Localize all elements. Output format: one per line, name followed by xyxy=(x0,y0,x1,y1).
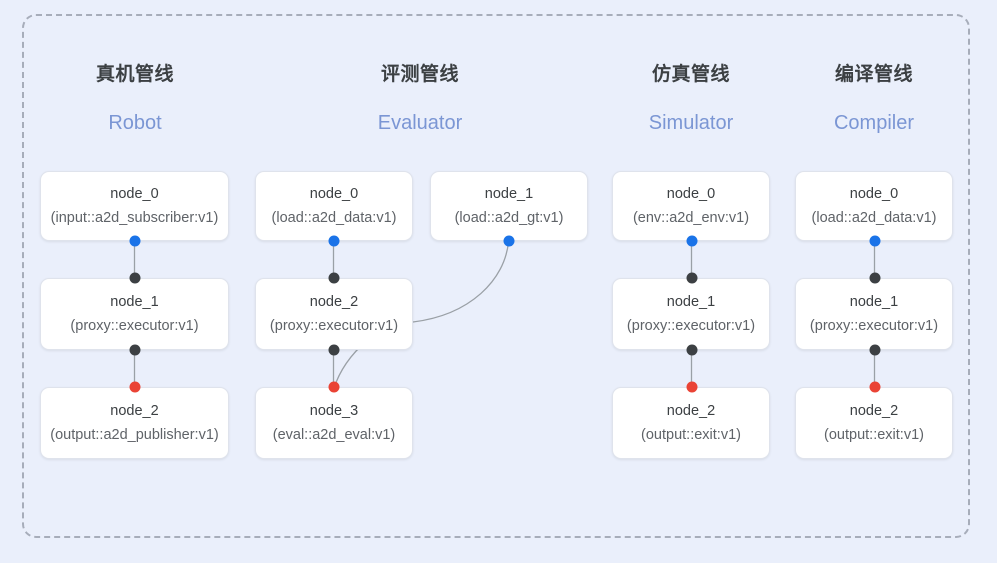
node-name: node_1 xyxy=(666,293,716,310)
port-compiler-0-out[interactable] xyxy=(869,235,880,247)
node-robot-1[interactable]: node_1 (proxy::executor:v1) xyxy=(40,278,229,350)
node-name: node_1 xyxy=(849,293,899,310)
port-robot-1-in[interactable] xyxy=(129,272,140,284)
node-name: node_2 xyxy=(309,293,359,310)
port-evaluator-3-in[interactable] xyxy=(328,381,339,393)
node-robot-0[interactable]: node_0 (input::a2d_subscriber:v1) xyxy=(40,171,229,241)
node-spec: (output::a2d_publisher:v1) xyxy=(50,427,219,443)
port-evaluator-2-out[interactable] xyxy=(328,344,339,356)
node-spec: (proxy::executor:v1) xyxy=(626,318,756,334)
port-evaluator-2-in[interactable] xyxy=(328,272,339,284)
node-spec: (proxy::executor:v1) xyxy=(269,318,399,334)
node-compiler-1[interactable]: node_1 (proxy::executor:v1) xyxy=(795,278,953,350)
pipeline-overview-frame xyxy=(22,14,970,538)
node-spec: (load::a2d_data:v1) xyxy=(271,210,397,226)
node-spec: (proxy::executor:v1) xyxy=(809,318,939,334)
port-simulator-0-out[interactable] xyxy=(686,235,697,247)
node-compiler-2[interactable]: node_2 (output::exit:v1) xyxy=(795,387,953,459)
port-robot-2-in[interactable] xyxy=(129,381,140,393)
port-simulator-1-in[interactable] xyxy=(686,272,697,284)
node-spec: (output::exit:v1) xyxy=(641,427,741,443)
port-robot-0-out[interactable] xyxy=(129,235,140,247)
node-name: node_1 xyxy=(484,185,534,202)
port-evaluator-0-out[interactable] xyxy=(328,235,339,247)
node-spec: (output::exit:v1) xyxy=(824,427,924,443)
node-simulator-1[interactable]: node_1 (proxy::executor:v1) xyxy=(612,278,770,350)
node-spec: (load::a2d_gt:v1) xyxy=(454,210,564,226)
node-simulator-0[interactable]: node_0 (env::a2d_env:v1) xyxy=(612,171,770,241)
node-name: node_2 xyxy=(849,402,899,419)
node-spec: (proxy::executor:v1) xyxy=(70,318,199,334)
node-name: node_0 xyxy=(309,185,359,202)
node-spec: (input::a2d_subscriber:v1) xyxy=(50,210,219,226)
port-compiler-2-in[interactable] xyxy=(869,381,880,393)
node-name: node_0 xyxy=(110,185,159,202)
node-name: node_0 xyxy=(849,185,899,202)
node-name: node_2 xyxy=(666,402,716,419)
node-name: node_3 xyxy=(309,402,359,419)
node-spec: (eval::a2d_eval:v1) xyxy=(272,427,396,443)
node-evaluator-0[interactable]: node_0 (load::a2d_data:v1) xyxy=(255,171,413,241)
node-compiler-0[interactable]: node_0 (load::a2d_data:v1) xyxy=(795,171,953,241)
port-simulator-2-in[interactable] xyxy=(686,381,697,393)
node-evaluator-gt[interactable]: node_1 (load::a2d_gt:v1) xyxy=(430,171,588,241)
node-spec: (load::a2d_data:v1) xyxy=(811,210,937,226)
node-evaluator-3[interactable]: node_3 (eval::a2d_eval:v1) xyxy=(255,387,413,459)
port-compiler-1-out[interactable] xyxy=(869,344,880,356)
node-name: node_1 xyxy=(110,293,159,310)
port-evaluator-gt-out[interactable] xyxy=(503,235,514,247)
node-simulator-2[interactable]: node_2 (output::exit:v1) xyxy=(612,387,770,459)
node-robot-2[interactable]: node_2 (output::a2d_publisher:v1) xyxy=(40,387,229,459)
node-evaluator-2[interactable]: node_2 (proxy::executor:v1) xyxy=(255,278,413,350)
node-name: node_2 xyxy=(110,402,159,419)
port-robot-1-out[interactable] xyxy=(129,344,140,356)
port-compiler-1-in[interactable] xyxy=(869,272,880,284)
node-spec: (env::a2d_env:v1) xyxy=(632,210,750,226)
node-name: node_0 xyxy=(666,185,716,202)
port-simulator-1-out[interactable] xyxy=(686,344,697,356)
